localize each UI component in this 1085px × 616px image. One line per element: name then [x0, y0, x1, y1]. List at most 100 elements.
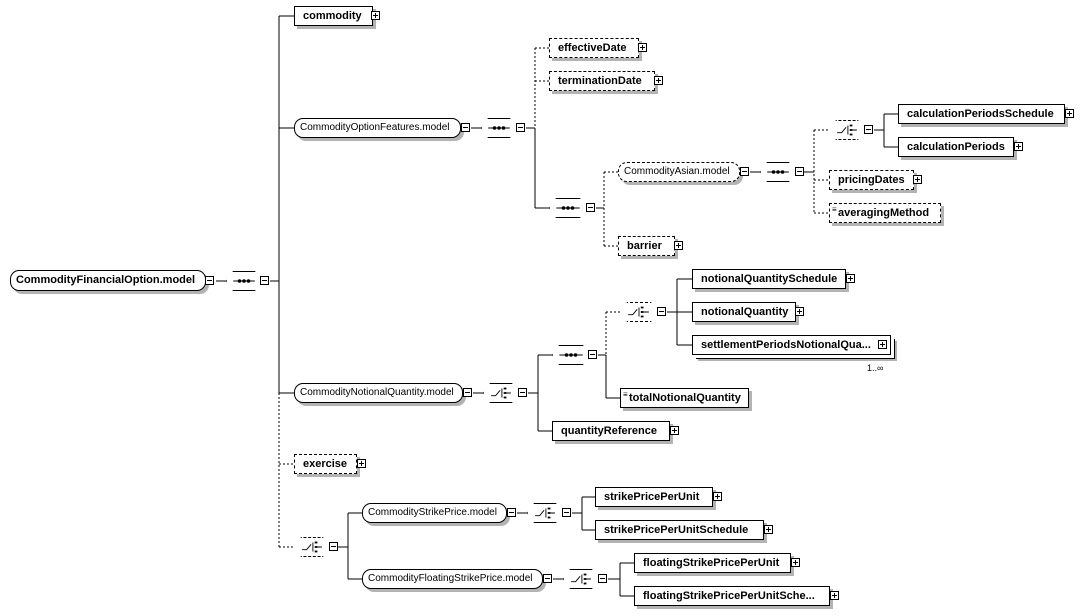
sequence-compositor-asian-barrier[interactable] [549, 198, 587, 218]
element-calculation-periods[interactable]: calculationPeriods [898, 137, 1014, 157]
choice-compositor-strike-price[interactable] [527, 503, 563, 523]
choice-compositor-strike[interactable] [294, 537, 330, 557]
floating-strike-price-per-unit-label: floatingStrikePricePerUnit [643, 557, 780, 569]
element-termination-date[interactable]: terminationDate [549, 71, 655, 91]
collapse-sequence-notional-icon[interactable] [588, 350, 597, 359]
element-averaging-method[interactable]: ≡ averagingMethod [829, 203, 941, 223]
sequence-compositor-notional[interactable] [552, 345, 590, 365]
choice-icon [295, 538, 329, 556]
collapse-option-features-icon[interactable] [461, 123, 470, 132]
quantity-reference-label: quantityReference [561, 425, 657, 437]
element-exercise[interactable]: exercise [294, 454, 357, 474]
commodity-notional-quantity-model[interactable]: CommodityNotionalQuantity.model [294, 383, 463, 403]
collapse-choice-strike-price-icon[interactable] [562, 508, 571, 517]
barrier-label: barrier [627, 240, 662, 252]
expand-settlement-periods-icon[interactable] [878, 340, 887, 349]
collapse-choice-calculation-icon[interactable] [864, 125, 873, 134]
collapse-strike-price-icon[interactable] [507, 508, 516, 517]
choice-compositor-floating-strike-price[interactable] [563, 569, 599, 589]
commodity-notional-quantity-model-label: CommodityNotionalQuantity.model [300, 387, 454, 398]
attribute-icon: ≡ [623, 390, 628, 399]
element-notional-quantity-schedule[interactable]: notionalQuantitySchedule [692, 269, 846, 289]
element-total-notional-quantity[interactable]: ≡ totalNotionalQuantity [620, 388, 749, 408]
sequence-icon [550, 199, 586, 217]
collapse-floating-strike-price-icon[interactable] [543, 574, 552, 583]
expand-notional-quantity-icon[interactable] [795, 307, 804, 316]
collapse-sequence-option-features-icon[interactable] [516, 123, 525, 132]
expand-floating-strike-price-per-unit-icon[interactable] [791, 558, 800, 567]
sequence-icon [553, 346, 589, 364]
pricing-dates-label: pricingDates [838, 174, 905, 186]
element-settlement-periods-notional-quantity[interactable]: settlementPeriodsNotionalQua... [692, 335, 891, 355]
sequence-compositor-option-features[interactable] [481, 118, 517, 138]
element-calculation-periods-schedule[interactable]: calculationPeriodsSchedule [898, 104, 1065, 124]
commodity-asian-model[interactable]: CommodityAsian.model [618, 162, 740, 182]
expand-calculation-periods-schedule-icon[interactable] [1065, 109, 1074, 118]
expand-exercise-icon[interactable] [357, 459, 366, 468]
element-strike-price-per-unit[interactable]: strikePricePerUnit [595, 487, 713, 507]
attribute-icon: ≡ [832, 205, 837, 214]
settlement-periods-notional-quantity-label: settlementPeriodsNotionalQua... [701, 339, 871, 351]
element-effective-date[interactable]: effectiveDate [549, 38, 639, 58]
element-notional-quantity[interactable]: notionalQuantity [692, 302, 796, 322]
expand-termination-date-icon[interactable] [654, 76, 663, 85]
expand-effective-date-icon[interactable] [638, 43, 647, 52]
element-quantity-reference[interactable]: quantityReference [552, 421, 670, 441]
element-floating-strike-price-per-unit-schedule[interactable]: floatingStrikePricePerUnitSche... [634, 586, 830, 606]
collapse-choice-strike-icon[interactable] [329, 542, 338, 551]
expand-floating-strike-price-per-unit-schedule-icon[interactable] [830, 591, 839, 600]
collapse-sequence-asian-icon[interactable] [795, 167, 804, 176]
averaging-method-label: averagingMethod [838, 207, 930, 219]
expand-quantity-reference-icon[interactable] [670, 426, 679, 435]
choice-icon [564, 570, 598, 588]
choice-compositor-notional-quantity[interactable] [483, 383, 519, 403]
calculation-periods-schedule-label: calculationPeriodsSchedule [907, 108, 1054, 120]
expand-notional-quantity-schedule-icon[interactable] [846, 274, 855, 283]
expand-strike-price-per-unit-schedule-icon[interactable] [764, 525, 773, 534]
choice-icon [528, 504, 562, 522]
collapse-notional-quantity-icon[interactable] [463, 388, 472, 397]
sequence-icon [761, 163, 795, 181]
sequence-compositor-asian[interactable] [760, 162, 796, 182]
sequence-icon [482, 119, 516, 137]
element-commodity[interactable]: commodity [294, 6, 373, 26]
element-strike-price-per-unit-schedule[interactable]: strikePricePerUnitSchedule [595, 520, 764, 540]
element-pricing-dates[interactable]: pricingDates [829, 170, 914, 190]
collapse-choice-notional-quantity-icon[interactable] [518, 388, 527, 397]
termination-date-label: terminationDate [558, 75, 642, 87]
expand-pricing-dates-icon[interactable] [913, 175, 922, 184]
expand-commodity-icon[interactable] [371, 11, 380, 20]
element-floating-strike-price-per-unit[interactable]: floatingStrikePricePerUnit [634, 553, 791, 573]
commodity-option-features-model[interactable]: CommodityOptionFeatures.model [294, 118, 461, 138]
collapse-root-icon[interactable] [205, 276, 214, 285]
commodity-asian-model-label: CommodityAsian.model [624, 166, 730, 177]
choice-icon [484, 384, 518, 402]
effective-date-label: effectiveDate [558, 42, 627, 54]
total-notional-quantity-label: totalNotionalQuantity [629, 392, 741, 404]
strike-price-per-unit-label: strikePricePerUnit [604, 491, 700, 503]
floating-strike-price-per-unit-schedule-label: floatingStrikePricePerUnitSche... [643, 590, 815, 602]
choice-compositor-calculation[interactable] [829, 120, 865, 140]
commodity-floating-strike-price-model[interactable]: CommodityFloatingStrikePrice.model [362, 569, 543, 589]
commodity-strike-price-model[interactable]: CommodityStrikePrice.model [362, 503, 507, 523]
element-barrier[interactable]: barrier [618, 236, 675, 256]
expand-strike-price-per-unit-icon[interactable] [713, 492, 722, 501]
notional-quantity-schedule-label: notionalQuantitySchedule [701, 273, 838, 285]
expand-barrier-icon[interactable] [674, 241, 683, 250]
choice-icon [621, 303, 657, 321]
commodity-financial-option-model[interactable]: CommodityFinancialOption.model [10, 270, 206, 291]
collapse-sequence-asian-barrier-icon[interactable] [586, 203, 595, 212]
sequence-compositor-root[interactable] [226, 271, 262, 291]
collapse-asian-icon[interactable] [740, 167, 749, 176]
commodity-financial-option-model-label: CommodityFinancialOption.model [16, 274, 196, 286]
choice-compositor-notional-schedule[interactable] [620, 302, 658, 322]
commodity-option-features-model-label: CommodityOptionFeatures.model [300, 122, 450, 133]
notional-quantity-label: notionalQuantity [701, 306, 789, 318]
expand-calculation-periods-icon[interactable] [1014, 142, 1023, 151]
collapse-choice-floating-strike-price-icon[interactable] [598, 574, 607, 583]
exercise-label: exercise [303, 458, 348, 470]
collapse-sequence-root-icon[interactable] [260, 276, 269, 285]
collapse-choice-notional-schedule-icon[interactable] [657, 307, 666, 316]
sequence-icon [227, 272, 261, 290]
commodity-label: commodity [303, 10, 362, 22]
